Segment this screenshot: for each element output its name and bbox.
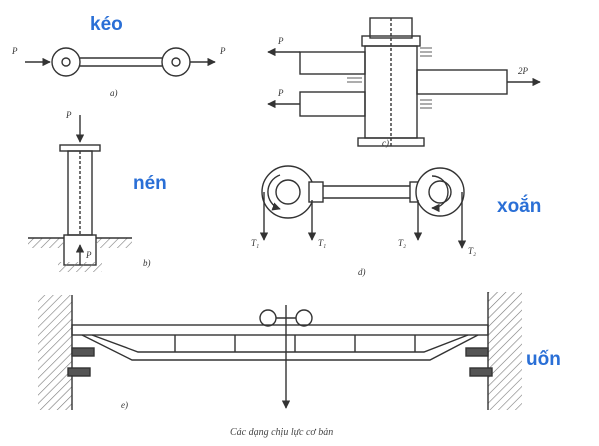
force-p-a-left: P — [12, 46, 18, 56]
force-p-c-bottom: P — [278, 88, 284, 98]
bending-beam — [38, 292, 522, 410]
torque-t1-left: T₁ — [251, 238, 260, 248]
torsion-label: xoắn — [497, 196, 542, 217]
figure-caption: Các dạng chịu lực cơ bản — [230, 427, 334, 438]
force-p-b-bottom: P — [86, 250, 92, 260]
force-2p-c-right: 2P — [518, 66, 528, 76]
force-p-a-right: P — [220, 46, 226, 56]
force-p-c-top: P — [278, 36, 284, 46]
bending-label: uốn — [526, 349, 561, 370]
compression-column — [28, 115, 132, 272]
subfig-c-label: c) — [382, 138, 389, 148]
torque-t1-right: T₁ — [318, 238, 327, 248]
subfig-e-label: e) — [121, 400, 128, 410]
shear-joint — [267, 17, 541, 147]
compression-label: nén — [133, 173, 167, 194]
tension-link — [25, 47, 216, 77]
subfig-d-label: d) — [358, 267, 366, 277]
subfig-a-label: a) — [110, 88, 118, 98]
torsion-shaft — [259, 165, 467, 249]
tension-label: kéo — [90, 14, 123, 35]
torque-t2-left: T₂ — [398, 238, 407, 248]
subfig-b-label: b) — [143, 258, 151, 268]
force-p-b-top: P — [66, 110, 72, 120]
torque-t2-right: T₂ — [468, 246, 477, 256]
